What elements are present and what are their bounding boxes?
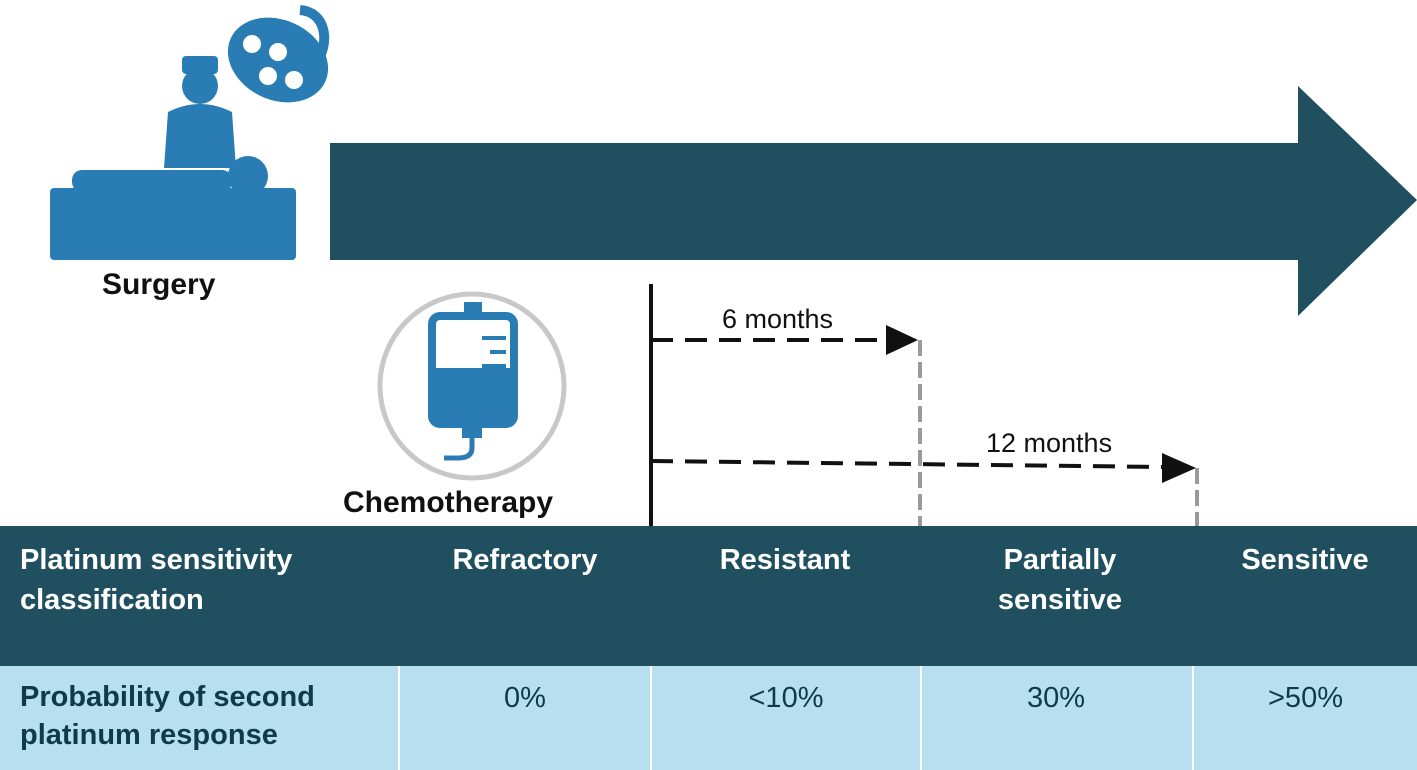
six-months-label: 6 months xyxy=(722,304,834,334)
classification-sensitive: Sensitive xyxy=(1241,544,1369,576)
column-divider xyxy=(398,666,400,770)
classification-header: Platinum sensitivity classification xyxy=(20,544,293,616)
classification-resistant: Resistant xyxy=(719,544,851,576)
classification-table: Platinum sensitivity classification Refr… xyxy=(0,526,1417,770)
twelve-months-label: 12 months xyxy=(986,428,1113,458)
surgery-icon xyxy=(50,5,330,260)
column-divider xyxy=(650,666,652,770)
surgery-label: Surgery xyxy=(102,268,216,301)
six-month-arrowhead xyxy=(886,325,918,355)
probability-sensitive: >50% xyxy=(1268,682,1343,714)
twelve-month-arrowhead xyxy=(1162,453,1196,483)
probability-resistant: <10% xyxy=(748,682,824,714)
classification-partially-sensitive: Partially sensitive xyxy=(997,544,1123,616)
timeline-arrow xyxy=(330,86,1417,316)
chemotherapy-label: Chemotherapy xyxy=(343,486,554,519)
classification-refractory: Refractory xyxy=(452,544,598,576)
column-divider xyxy=(1192,666,1194,770)
probability-partially-sensitive: 30% xyxy=(1026,682,1086,714)
iv-bag-icon xyxy=(377,291,567,481)
classification-row: Platinum sensitivity classification Refr… xyxy=(0,526,1417,666)
probability-refractory: 0% xyxy=(504,682,546,714)
twelve-month-dashed-line xyxy=(650,459,1165,469)
column-divider xyxy=(920,666,922,770)
probability-header: Probability of second platinum response xyxy=(20,681,315,751)
probability-row: Probability of second platinum response … xyxy=(0,666,1417,770)
